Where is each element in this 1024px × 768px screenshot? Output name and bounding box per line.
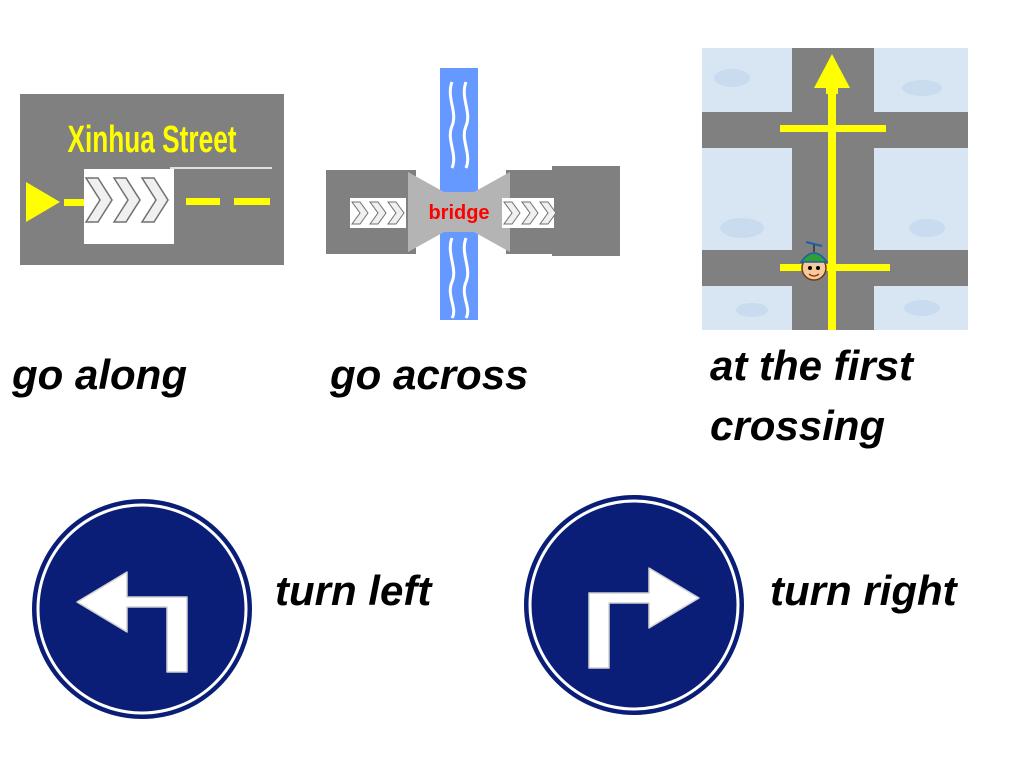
turn-right-sign-icon (524, 495, 744, 715)
turn-left-sign (30, 496, 254, 722)
go-along-illustration: Xinhua Street (20, 94, 284, 265)
crossing-map-graphic (702, 48, 968, 330)
bridge-crossing-graphic: bridge (326, 68, 620, 320)
yellow-triangle-arrow-icon (26, 182, 60, 222)
turn-left-sign-icon (32, 499, 252, 719)
go-along-caption: go along (12, 351, 187, 398)
white-chevron-arrows-icon (84, 177, 169, 223)
turn-right-sign (522, 492, 746, 718)
bridge-label: bridge (428, 202, 489, 224)
street-name-label: Xinhua Street (67, 117, 236, 160)
xinhua-street-road-graphic: Xinhua Street (20, 94, 284, 265)
first-crossing-caption-line-1: at the first (710, 342, 914, 389)
turn-right-caption: turn right (770, 567, 957, 614)
turn-left-caption: turn left (275, 567, 432, 614)
first-crossing-illustration (702, 48, 968, 330)
yellow-up-arrow-icon (814, 54, 850, 94)
first-crossing-caption-line-2: crossing (710, 402, 886, 449)
boy-with-propeller-cap-icon (799, 241, 829, 281)
go-across-caption: go across (330, 351, 529, 398)
go-across-illustration: bridge (326, 68, 620, 320)
white-chevron-arrows-icon (351, 201, 557, 225)
